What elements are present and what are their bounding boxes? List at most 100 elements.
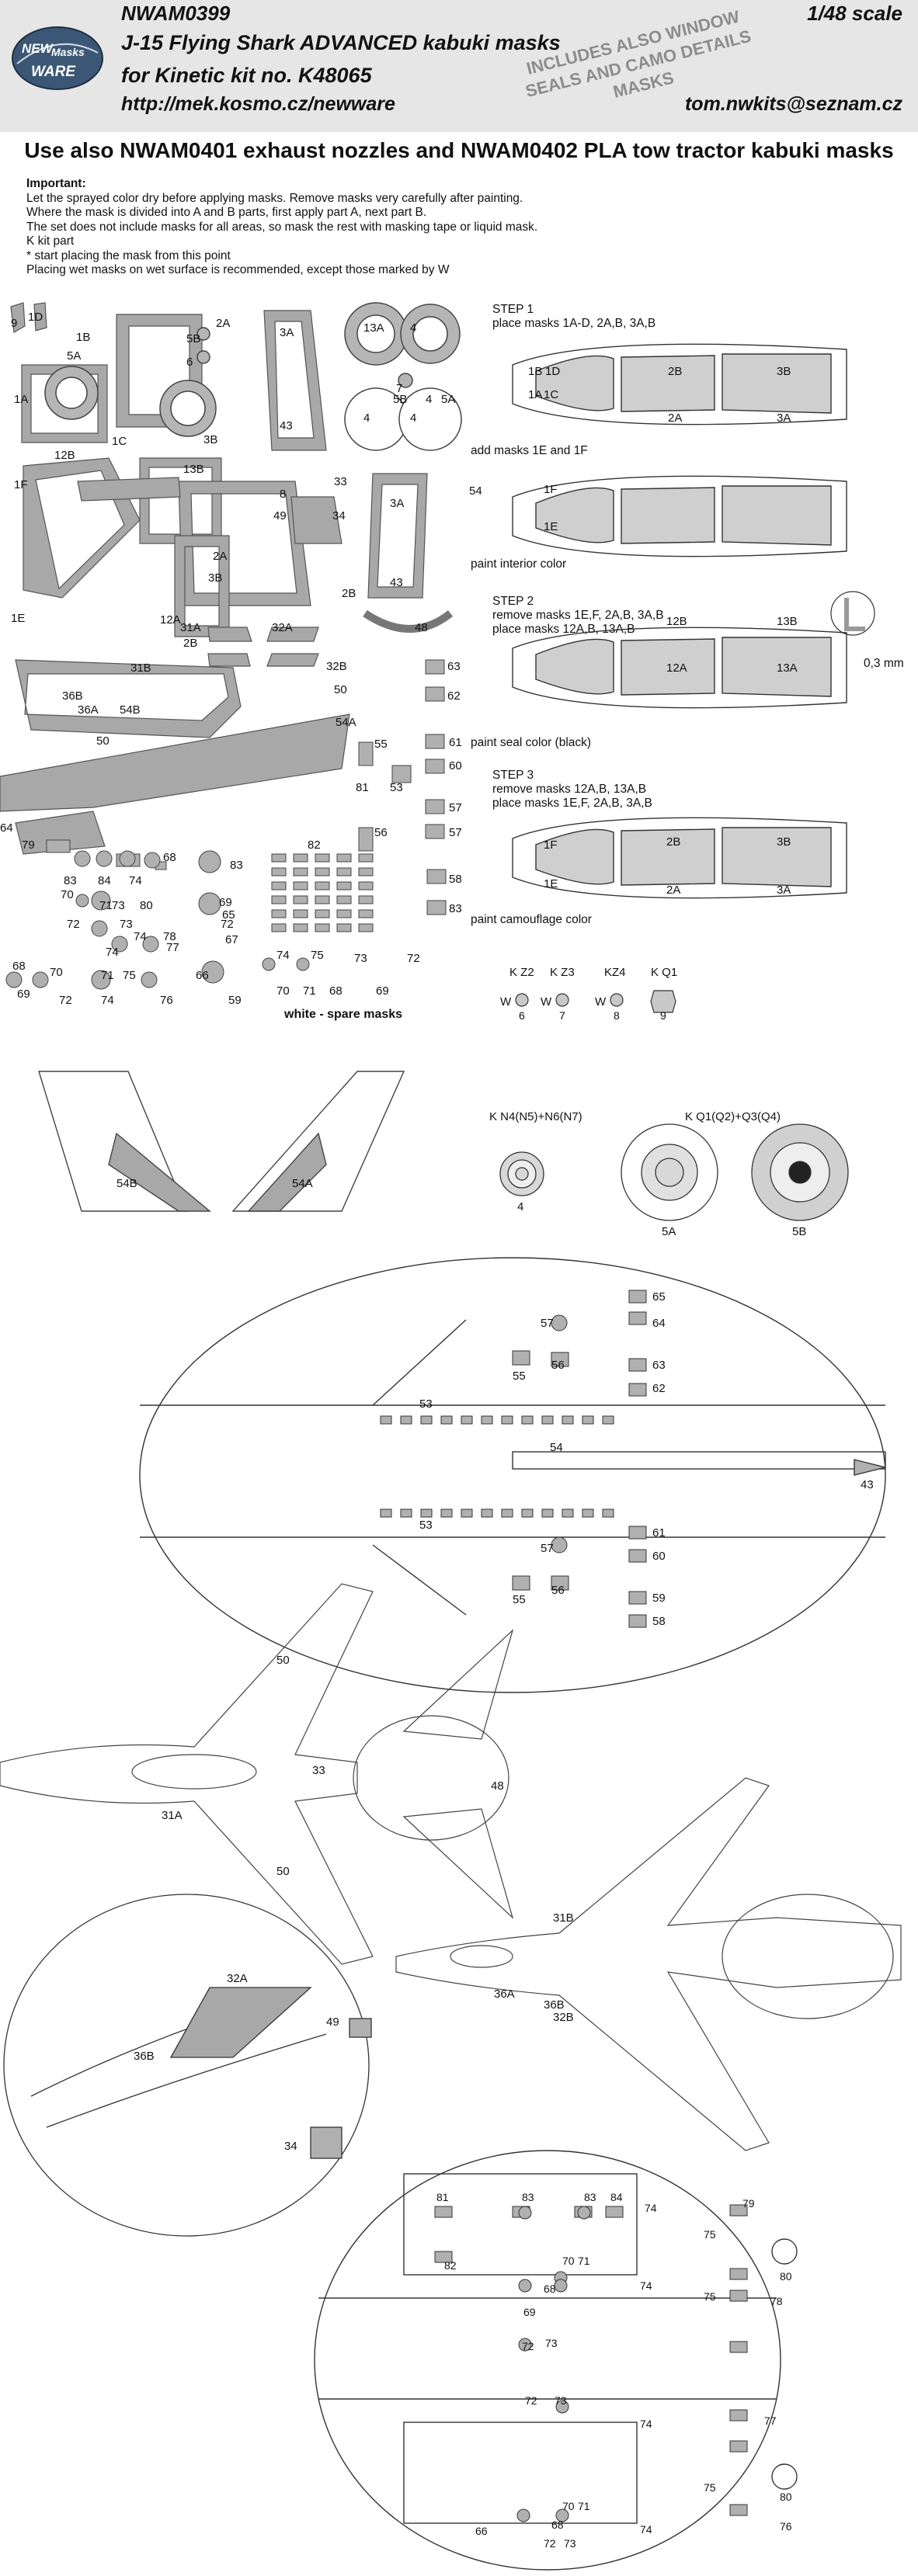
wheel-front-label: K N4(N5)+N6(N7)	[489, 1110, 582, 1123]
kit-part-icon	[650, 990, 676, 1013]
mask-piece	[207, 653, 251, 667]
canopy-label: 13A	[777, 661, 798, 675]
detail-mask	[628, 1311, 647, 1325]
canopy-label: 1F	[544, 838, 558, 852]
bay-small-mask	[420, 1508, 433, 1518]
sheet-part-label: 63	[447, 660, 461, 673]
bay-mask-label: 59	[652, 1592, 666, 1605]
belly-mask-circle	[554, 2279, 568, 2293]
detail-mask	[111, 936, 128, 953]
step2-title: STEP 2	[492, 595, 534, 608]
belly-mask-circle	[518, 2206, 532, 2220]
sheet-part-label: 1D	[28, 311, 43, 324]
step3-line1: remove masks 12A,B, 13A,B	[492, 783, 647, 796]
belly-mask-label: 77	[764, 2415, 777, 2427]
detail-mask	[142, 936, 159, 953]
small-rect-mask	[336, 909, 352, 918]
bay-mask-label: 57	[541, 1542, 554, 1555]
belly-mask-circle	[555, 2508, 569, 2522]
small-mask	[196, 327, 210, 341]
belly-mask	[434, 2206, 453, 2218]
belly-mask-label: 69	[523, 2306, 536, 2318]
zoom-nose-ellipse	[3, 1894, 370, 2237]
detail-mask	[426, 869, 447, 884]
kit-part-icon	[515, 993, 529, 1007]
aircraft-top-label: 50	[276, 1865, 290, 1878]
sheet-part-label: 64	[0, 821, 13, 835]
canopy-window-masks	[535, 485, 832, 546]
belly-mask-label: 72	[525, 2394, 537, 2407]
bay-small-mask	[400, 1415, 412, 1425]
svg-text:NEW: NEW	[22, 41, 54, 56]
kit-part-code: KZ4	[604, 966, 626, 979]
sheet-part-label: 55	[374, 738, 388, 751]
sheet-part-label: 43	[390, 576, 403, 589]
step1-text: place masks 1A-D, 2A,B, 3A,B	[492, 317, 656, 330]
step2-line2: place masks 12A,B, 13A,B	[492, 623, 635, 636]
canopy-label: 3B	[777, 835, 791, 849]
sheet-part-label: 36B	[62, 689, 83, 703]
sheet-part-label: 13B	[183, 463, 204, 476]
belly-mask-label: 79	[742, 2197, 755, 2210]
small-rect-mask	[293, 867, 308, 877]
website-url[interactable]: http://mek.kosmo.cz/newware	[121, 93, 395, 115]
bay-mask-label: 56	[551, 1359, 565, 1372]
sheet-part-label: 75	[311, 949, 324, 962]
detail-mask	[551, 1352, 569, 1367]
paint-camo-text: paint camouflage color	[471, 913, 592, 926]
small-rect-mask	[315, 881, 330, 890]
sheet-part-label: 9	[11, 317, 18, 330]
sheet-part-label: 50	[334, 683, 347, 696]
bay-mask-label: 43	[861, 1478, 874, 1491]
belly-mask-circle	[518, 2338, 532, 2352]
svg-text:WARE: WARE	[31, 64, 76, 80]
sheet-part-label: 69	[376, 984, 389, 998]
scale-label: 1/48 scale	[807, 2, 902, 25]
small-rect-mask	[358, 881, 374, 890]
bay-small-mask	[541, 1415, 554, 1425]
belly-mask-label: 72	[522, 2340, 534, 2352]
sheet-part-label: 2A	[216, 317, 231, 330]
belly-mask-label: 70	[562, 2500, 575, 2512]
bay-small-mask	[440, 1508, 453, 1518]
zoom-belly-ellipse	[722, 1894, 894, 2019]
contact-email[interactable]: tom.nwkits@seznam.cz	[684, 93, 902, 115]
canopy-label: 2A	[666, 884, 681, 897]
bay-small-mask	[602, 1508, 614, 1518]
sheet-part-label: 3B	[203, 433, 218, 446]
belly-mask-label: 78	[770, 2295, 783, 2307]
sheet-part-label: 82	[308, 838, 321, 852]
note-line: K kit part	[26, 234, 75, 248]
sheet-part-label: 62	[447, 689, 461, 703]
canopy-diagram	[512, 817, 847, 899]
belly-mask-label: 66	[475, 2525, 488, 2537]
sheet-part-label: 4	[426, 393, 433, 406]
sheet-part-label: 56	[374, 826, 388, 839]
sheet-part-label: 72	[407, 952, 420, 965]
belly-mask-label: 81	[436, 2191, 449, 2203]
sheet-part-label: 57	[449, 826, 462, 839]
aircraft-side-label: 36A	[494, 1988, 515, 2001]
detail-mask	[628, 1549, 647, 1563]
mask-piece	[77, 477, 181, 502]
small-rect-mask	[358, 909, 374, 918]
bay-small-mask	[481, 1508, 493, 1518]
aircraft-top-view	[0, 1583, 374, 1965]
wing-mask-label: 54B	[116, 1177, 137, 1190]
kit-part-number: 8	[614, 1009, 620, 1022]
sheet-part-label: 74	[129, 874, 142, 887]
canopy-window-masks	[535, 637, 832, 697]
kit-reference: for Kinetic kit no. K48065	[121, 64, 372, 87]
bay-small-mask	[501, 1508, 513, 1518]
thickness-label: 0,3 mm	[864, 657, 904, 670]
belly-mask	[729, 2290, 748, 2302]
canopy-label: 1F	[544, 483, 558, 496]
small-rect-mask	[336, 895, 352, 904]
sheet-part-label: 48	[415, 621, 428, 634]
detail-mask	[628, 1383, 647, 1397]
belly-mask-label: 74	[640, 2279, 652, 2292]
sheet-part-label: 5B	[393, 393, 408, 406]
belly-mask	[729, 2409, 748, 2422]
small-rect-mask	[271, 895, 287, 904]
sheet-part-label: 75	[123, 969, 136, 982]
